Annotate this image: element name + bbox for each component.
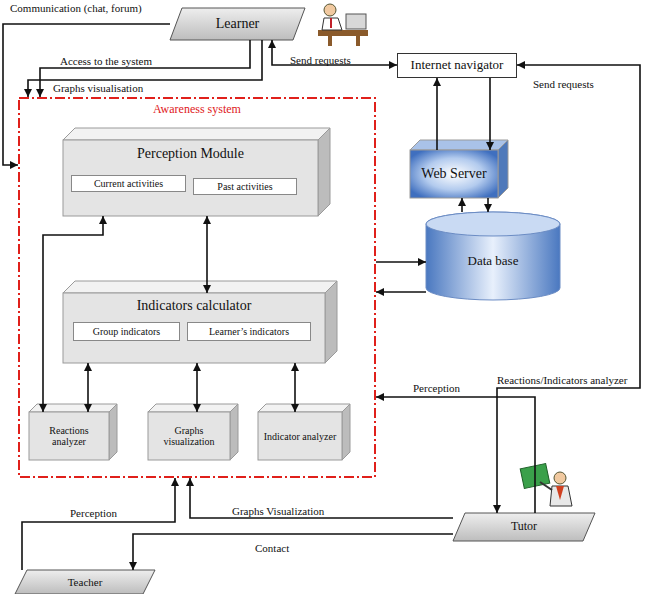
body (550, 486, 572, 506)
actor-box: Learner (170, 8, 305, 40)
desk-leg (328, 36, 332, 46)
top-face (29, 404, 117, 412)
front-face (258, 412, 342, 460)
desk (318, 30, 368, 36)
edge-label: Graphs Visualization (232, 505, 324, 517)
top-face (63, 128, 330, 140)
connector-arrow (436, 78, 438, 150)
tie (556, 486, 564, 500)
component-box: Group indicators (73, 322, 180, 341)
node-label: Group indicators (90, 326, 164, 337)
connector-arrow (87, 363, 89, 412)
connector-arrow (22, 478, 175, 570)
side-face (498, 140, 508, 198)
desk-leg (356, 36, 360, 46)
edge-label: Send requests (533, 78, 594, 90)
node-label: Graphs visualization (148, 425, 230, 447)
connector-arrow (487, 198, 489, 212)
system-boundary: Awareness systemPerception ModuleCurrent… (18, 97, 376, 478)
node-label: Internet navigator (408, 58, 507, 72)
body (322, 18, 342, 30)
monitor (346, 14, 366, 29)
head (324, 4, 336, 16)
edge-label: Send requests (290, 54, 351, 66)
node-label: Indicator analyzer (261, 431, 339, 442)
front-face (148, 412, 230, 460)
actor-box: Teacher (15, 570, 155, 594)
connector-arrow (206, 216, 208, 293)
database-cylinder: Data base (426, 212, 560, 300)
component-box: Learner’s indicators (187, 322, 311, 341)
connector-arrow (376, 397, 535, 513)
edge-label: Perception (413, 382, 460, 394)
node-label: Awareness system (18, 103, 376, 116)
node-label: Perception Module (63, 146, 318, 161)
connector-arrow (28, 40, 262, 97)
head (554, 472, 566, 484)
process-box: Internet navigator (397, 53, 517, 78)
connector-arrow (376, 261, 426, 263)
connector-arrow (40, 40, 250, 97)
node-label: Web Server (418, 166, 489, 181)
parallelogram (170, 8, 305, 40)
tutor-illustration (520, 464, 572, 506)
side-face (342, 404, 350, 460)
front-face (63, 293, 325, 363)
node-label: Learner (213, 16, 263, 31)
connector-arrow (43, 216, 103, 412)
side-face (318, 128, 330, 216)
node-label: Past activities (214, 181, 275, 192)
top-face (63, 281, 337, 293)
edge-label: Access to the system (60, 55, 152, 67)
parallelogram (15, 570, 155, 594)
component-box: Past activities (193, 178, 297, 195)
top-face (148, 404, 238, 412)
dash-dot-border (19, 98, 375, 477)
connector-arrow (133, 534, 453, 570)
actor-box: Tutor (453, 513, 595, 541)
cylinder-body (426, 212, 560, 300)
side-face (109, 404, 117, 460)
connector-arrow (489, 78, 491, 150)
edge-label: Contact (255, 542, 289, 554)
front-face (29, 412, 109, 460)
connector-arrow (3, 24, 170, 165)
module-box: Indicators calculatorGroup indicators Lea… (63, 293, 325, 363)
tie (330, 18, 332, 28)
node-label: Teacher (65, 576, 106, 588)
connector-arrow (196, 363, 198, 412)
analyzer-box: Indicator analyzer (258, 412, 342, 460)
node-label: Learner’s indicators (206, 326, 292, 337)
component-box: Current activities (71, 175, 186, 192)
front-face (410, 150, 498, 198)
connector-arrow (497, 65, 640, 513)
node-label: Reactions analyzer (29, 425, 109, 447)
note-label: Reactions/Indicators analyzer (497, 374, 627, 386)
top-face (258, 404, 350, 412)
connector-arrow (376, 291, 426, 293)
node-label: Data base (464, 244, 523, 268)
module-box: Perception ModuleCurrent activities Past … (63, 140, 318, 216)
top-face (410, 140, 508, 150)
arm (540, 482, 552, 490)
connector-arrow (461, 198, 463, 212)
parallelogram (453, 513, 595, 541)
connector-arrow (294, 363, 296, 412)
node-label: Indicators calculator (63, 298, 325, 313)
cylinder-top (426, 212, 560, 236)
learner-illustration (318, 4, 368, 46)
edge-label: Communication (chat, forum) (10, 2, 142, 14)
analyzer-box: Reactions analyzer (29, 412, 109, 460)
front-face (63, 140, 318, 216)
server-box: Web Server (410, 150, 498, 198)
connector-arrow (190, 478, 453, 518)
node-label: Current activities (91, 178, 166, 189)
edge-label: Graphs visualisation (53, 82, 143, 94)
analyzer-box: Graphs visualization (148, 412, 230, 460)
node-label: Tutor (508, 520, 540, 533)
side-face (325, 281, 337, 363)
side-face (230, 404, 238, 460)
edge-label: Perception (70, 507, 117, 519)
